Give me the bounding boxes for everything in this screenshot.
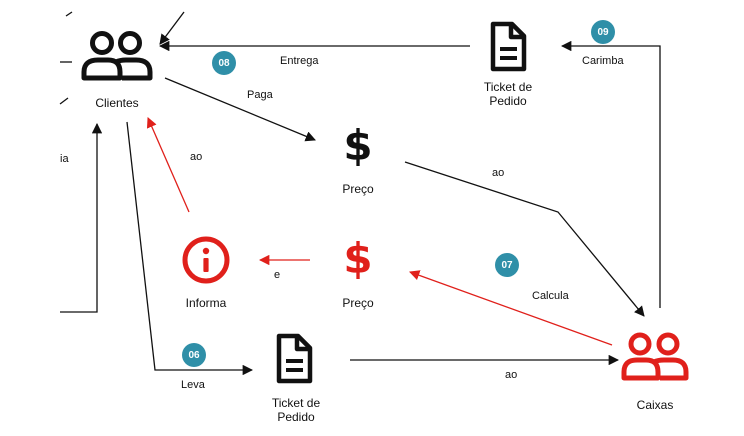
node-label-ticket-bottom: Ticket de Pedido (271, 396, 321, 424)
edge-paga (164, 77, 316, 142)
edge-cut-top-left (65, 11, 73, 17)
node-label-preco-top: Preço (342, 182, 374, 196)
users-icon[interactable] (81, 31, 153, 81)
step-badge-09: 09 (591, 20, 615, 44)
node-label-caixas: Caixas (636, 398, 674, 412)
edge-label-leva: Leva (181, 379, 205, 391)
node-label-clientes: Clientes (95, 96, 139, 110)
step-badge-07: 07 (495, 253, 519, 277)
edge-label-calcula: Calcula (532, 290, 569, 302)
step-badge-08: 08 (212, 51, 236, 75)
document-icon[interactable] (490, 21, 527, 72)
edge-left-frame (60, 122, 103, 313)
edge-ao-caixas (404, 161, 645, 317)
edge-label-ao-informa: ao (190, 151, 203, 163)
edge-cut-top (159, 11, 185, 45)
edge-label-cut-left: ia (60, 153, 69, 165)
document-icon[interactable] (276, 333, 313, 384)
edge-label-carimba: Carimba (582, 55, 624, 67)
node-label-ticket-top: Ticket de Pedido (483, 80, 533, 108)
edge-carimba (560, 40, 661, 308)
edge-label-ao-ticket: ao (505, 369, 518, 381)
edge-label-entrega: Entrega (280, 55, 319, 67)
dollar-icon[interactable]: $ (343, 121, 372, 170)
edge-label-paga: Paga (247, 89, 273, 101)
node-label-informa: Informa (185, 296, 227, 310)
node-label-preco-red: Preço (342, 296, 374, 310)
dollar-icon[interactable]: $ (343, 234, 372, 283)
edge-cut-mid-left (59, 97, 69, 105)
edge-leva (126, 121, 254, 376)
step-badge-06: 06 (182, 343, 206, 367)
edge-informa-clientes[interactable] (146, 117, 190, 213)
edge-label-ao-preco: ao (492, 167, 505, 179)
edge-label-e: e (274, 269, 281, 281)
users-icon[interactable] (621, 332, 689, 381)
edge-calcula[interactable] (409, 270, 613, 346)
info-circle-icon[interactable] (182, 236, 230, 284)
